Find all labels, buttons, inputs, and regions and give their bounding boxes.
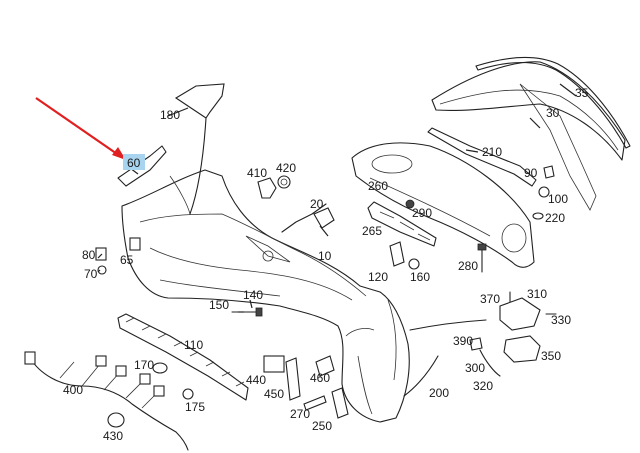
callout-110[interactable]: 110	[184, 338, 203, 352]
callout-280[interactable]: 280	[458, 259, 478, 273]
callout-330[interactable]: 330	[551, 313, 571, 327]
callout-430[interactable]: 430	[103, 429, 123, 443]
callout-320[interactable]: 320	[473, 379, 493, 393]
callout-65[interactable]: 65	[120, 253, 134, 267]
callout-80[interactable]: 80	[82, 248, 96, 262]
leader-lines	[97, 83, 577, 313]
wiring-harness-part	[24, 351, 189, 451]
callout-410[interactable]: 410	[247, 166, 267, 180]
callout-210[interactable]: 210	[482, 145, 502, 159]
callout-300[interactable]: 300	[465, 361, 485, 375]
highlight-box	[123, 154, 145, 170]
callout-270[interactable]: 270	[290, 407, 310, 421]
callout-440[interactable]: 440	[246, 373, 266, 387]
callout-260[interactable]: 260	[368, 179, 388, 193]
side-guide-part	[117, 145, 167, 187]
impact-pad-part	[174, 83, 225, 119]
callout-200[interactable]: 200	[429, 386, 449, 400]
red-annotation-arrow	[35, 97, 126, 160]
callout-30[interactable]: 30	[546, 106, 560, 120]
callout-370[interactable]: 370	[480, 292, 500, 306]
callout-10[interactable]: 10	[318, 249, 332, 263]
callout-170[interactable]: 170	[134, 358, 154, 372]
callout-100[interactable]: 100	[548, 192, 568, 206]
callout-460[interactable]: 460	[310, 371, 330, 385]
callout-265[interactable]: 265	[362, 224, 382, 238]
callout-420[interactable]: 420	[276, 161, 296, 175]
callout-35[interactable]: 35	[575, 86, 589, 100]
callout-150[interactable]: 150	[209, 298, 229, 312]
diffuser-part	[351, 142, 535, 268]
assembly-arrows	[189, 117, 487, 331]
chrome-strip-part	[475, 56, 631, 149]
callout-450[interactable]: 450	[264, 387, 284, 401]
callout-350[interactable]: 350	[541, 349, 561, 363]
callout-400[interactable]: 400	[63, 383, 83, 397]
callout-250[interactable]: 250	[312, 419, 332, 433]
guide-strip-part	[427, 127, 537, 187]
callout-310[interactable]: 310	[527, 287, 547, 301]
retainer-bracket-part	[367, 201, 437, 247]
callout-60[interactable]: 60	[127, 156, 141, 170]
callout-20[interactable]: 20	[310, 197, 324, 211]
callout-390[interactable]: 390	[453, 334, 473, 348]
callout-160[interactable]: 160	[410, 270, 430, 284]
callout-140[interactable]: 140	[243, 288, 263, 302]
small-parts	[95, 165, 557, 428]
reinforcement-bar-part	[117, 313, 249, 401]
callout-290[interactable]: 290	[412, 206, 432, 220]
callout-180[interactable]: 180	[160, 108, 180, 122]
callout-175[interactable]: 175	[185, 400, 205, 414]
callout-120[interactable]: 120	[368, 270, 388, 284]
callout-220[interactable]: 220	[545, 211, 565, 225]
callout-90[interactable]: 90	[524, 166, 538, 180]
callout-labels: 10 20 30 35 60 65 70 80 90 100 110 120 1…	[63, 86, 589, 443]
bumper-cover-part	[121, 169, 410, 423]
callout-70[interactable]: 70	[84, 267, 98, 281]
diffuser-molding-part	[431, 61, 626, 211]
